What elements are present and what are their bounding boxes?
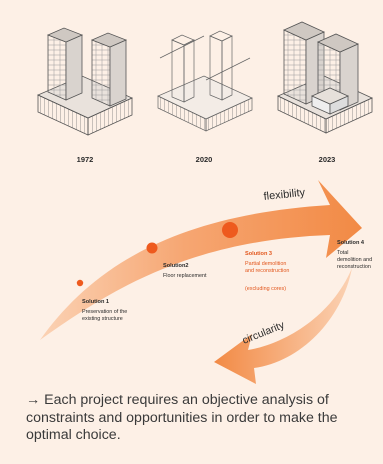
solution-1-dot <box>76 279 84 287</box>
solution-3-line-2: and reconstruction <box>245 268 289 274</box>
solution-2-line-1: Floor replacement <box>163 273 207 279</box>
circularity-arrow <box>214 268 352 384</box>
solution-3-title: Solution 3 <box>245 251 272 257</box>
solution-1-title: Solution 1 <box>82 299 109 305</box>
solution-4-line-1: Total <box>337 250 348 256</box>
solution-4-line-3: reconstruction <box>337 264 371 270</box>
solution-4-line-2: demolition and <box>337 257 372 263</box>
year-label-2023: 2023 <box>319 155 336 164</box>
solution-2-dot <box>146 242 158 254</box>
solution-1-line-2: existing structure <box>82 316 123 322</box>
solution-3-dot <box>222 222 238 238</box>
solution-1-line-1: Preservation of the <box>82 309 127 315</box>
flexibility-arrow <box>40 180 362 340</box>
year-label-2020: 2020 <box>196 155 213 164</box>
solution-4-title: Solution 4 <box>337 240 365 246</box>
year-label-1972: 1972 <box>77 155 94 164</box>
solution-3-line-4: (excluding cores) <box>245 286 286 292</box>
building-2023 <box>277 21 373 134</box>
building-1972 <box>37 27 133 136</box>
solution-3-line-1: Partial demolition <box>245 261 286 267</box>
solution-2-title: Solution2 <box>163 263 188 269</box>
caption-text: → Each project requires an objective ana… <box>26 392 338 443</box>
building-2020 <box>157 30 253 132</box>
flexibility-label: flexibility <box>263 187 306 203</box>
